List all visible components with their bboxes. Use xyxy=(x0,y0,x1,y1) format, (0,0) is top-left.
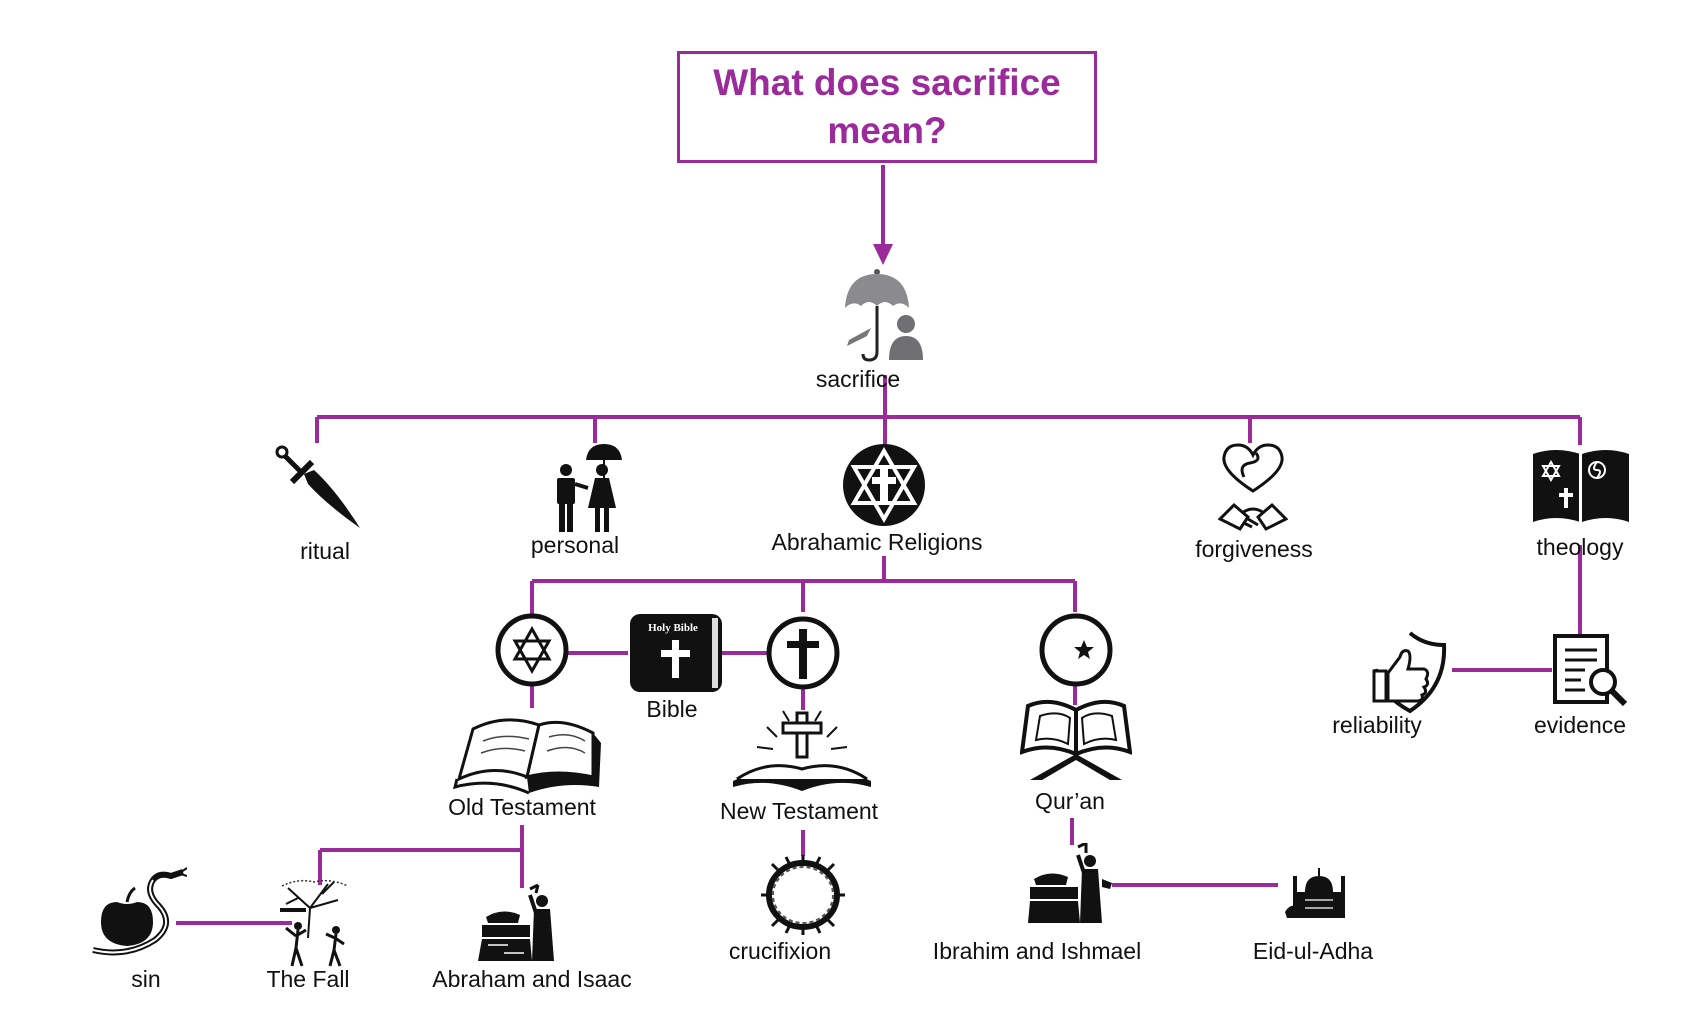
dagger-icon xyxy=(275,445,360,528)
heart-handshake-icon xyxy=(1218,443,1288,531)
altar-sacrifice-icon xyxy=(1028,843,1112,923)
node-label-quran: Qur’an xyxy=(1035,788,1105,814)
umbrella-person-icon xyxy=(845,269,923,362)
node-label-eid-ul-adha: Eid-ul-Adha xyxy=(1252,938,1374,964)
book-with-cross-icon xyxy=(733,710,871,791)
quran-icon xyxy=(1020,699,1132,780)
node-label-theology: theology xyxy=(1536,534,1624,560)
religious-book-icon xyxy=(1533,450,1629,522)
node-label-reliability: reliability xyxy=(1332,712,1422,738)
couple-umbrella-icon xyxy=(557,444,622,532)
cross-icon xyxy=(766,616,840,690)
node-label-abraham-and-isaac: Abraham and Isaac xyxy=(432,966,632,992)
title-box: What does sacrifice mean? xyxy=(677,51,1097,163)
node-label-sin: sin xyxy=(131,966,161,992)
node-label-ritual: ritual xyxy=(300,538,350,564)
document-magnifier-icon xyxy=(1553,634,1628,707)
crescent-mosque-icon xyxy=(1285,848,1345,924)
node-label-ibrahim-and-ishmael: Ibrahim and Ishmael xyxy=(932,938,1142,964)
star-of-david-icon xyxy=(495,613,569,687)
crescent-star-icon xyxy=(1039,613,1113,687)
node-label-forgiveness: forgiveness xyxy=(1195,536,1313,562)
altar-sacrifice-icon xyxy=(478,883,554,961)
node-label-personal: personal xyxy=(530,532,620,558)
arrow-head-icon xyxy=(873,244,893,265)
node-label-abrahamic-religions: Abrahamic Religions xyxy=(771,529,983,555)
node-label-evidence: evidence xyxy=(1533,712,1627,738)
node-label-the-fall: The Fall xyxy=(266,966,350,992)
serpent-apple-icon xyxy=(92,867,187,956)
interfaith-star-icon xyxy=(843,444,925,526)
node-label-bible: Bible xyxy=(646,696,698,722)
diagram-title: What does sacrifice mean? xyxy=(713,62,1061,151)
node-label-new-testament: New Testament xyxy=(719,798,879,824)
node-label-old-testament: Old Testament xyxy=(448,794,596,820)
bible-cover-text: Holy Bible xyxy=(648,622,698,634)
open-book-icon xyxy=(453,718,601,795)
crown-of-thorns-icon xyxy=(761,855,845,935)
tree-figures-icon xyxy=(280,879,349,967)
node-label-crucifixion: crucifixion xyxy=(728,938,832,964)
shield-thumbs-up-icon xyxy=(1372,631,1447,714)
node-label-sacrifice: sacrifice xyxy=(815,366,901,392)
bible-icon xyxy=(630,614,722,692)
